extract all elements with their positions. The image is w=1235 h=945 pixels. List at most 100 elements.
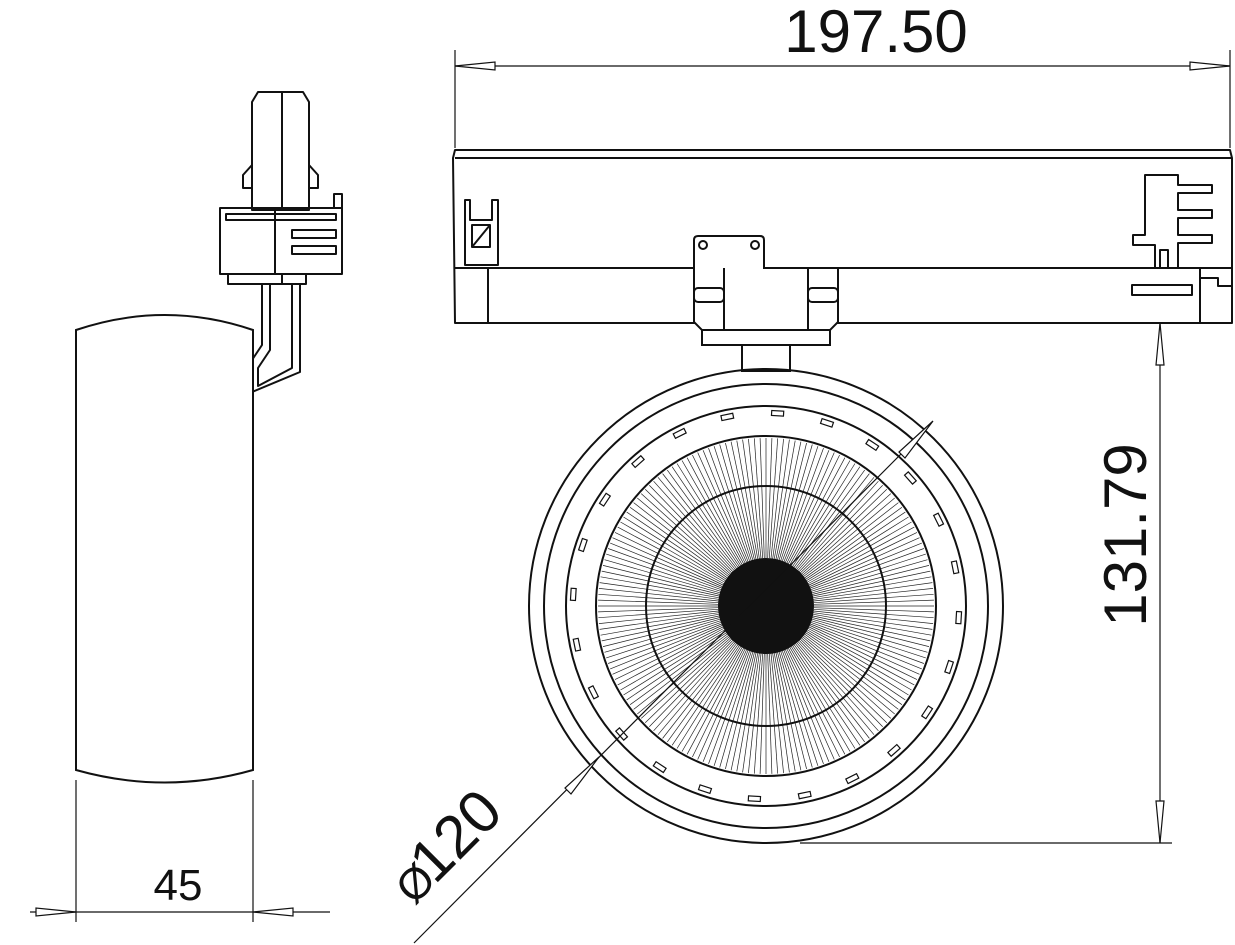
reflector-facet [653, 480, 735, 571]
reflector-facet [644, 639, 732, 723]
front-view [452, 149, 1233, 844]
reflector-facet [786, 454, 840, 564]
reflector-outer-ring [595, 435, 937, 777]
reflector-facet [773, 440, 796, 559]
reflector-facet [767, 653, 773, 774]
reflector-facet [813, 607, 934, 613]
reflector-facet [768, 438, 779, 559]
reflector-facet [730, 441, 757, 560]
reflector-facet [759, 438, 765, 559]
reflector-facet [812, 570, 931, 597]
reflector-facet [799, 484, 883, 572]
reflector-facet [671, 466, 740, 567]
reflector-facet [599, 582, 719, 600]
reflector-facet [785, 649, 835, 760]
bezel-ring [543, 383, 989, 829]
outer-ring [528, 368, 1004, 844]
reflector-facet [797, 480, 879, 571]
reflector-facet [614, 532, 724, 586]
bezel-slot [697, 784, 713, 795]
reflector-facet [602, 617, 720, 647]
reflector-facet [800, 639, 888, 723]
reflector-facet [792, 466, 861, 567]
reflector-facet [602, 565, 720, 595]
reflector-facet [606, 553, 721, 592]
reflector-facet [775, 652, 802, 771]
dim-side-width-label: 45 [154, 861, 203, 910]
bezel-slot [887, 743, 901, 758]
reflector-facet [810, 548, 925, 590]
reflector-facet [620, 629, 725, 691]
lamp-head [528, 368, 1004, 844]
reflector-facet [637, 636, 730, 715]
reflector-facet [775, 441, 802, 560]
bezel-slot [672, 427, 687, 440]
lens-center [718, 558, 814, 654]
bezel-slot [920, 705, 934, 720]
dimension-overall-width: 197.50 [454, 0, 1231, 148]
reflector-facet [795, 643, 870, 739]
reflector-facet [808, 526, 915, 584]
reflector-facet [637, 497, 730, 576]
bezel-slot [770, 409, 785, 417]
reflector-facet [788, 457, 846, 564]
reflector-facet [725, 442, 755, 560]
reflector-facet [808, 532, 918, 586]
reflector-facet [620, 521, 725, 583]
reflector-facet [686, 457, 744, 564]
reflector-facet [640, 493, 731, 575]
bezel-slot [955, 610, 963, 625]
reflector-facet [604, 618, 720, 653]
reflector-facet [806, 516, 909, 581]
bezel-slot [652, 760, 667, 774]
reflector-facet [783, 450, 830, 562]
reflector-facet [807, 629, 912, 691]
reflector-facet [730, 652, 757, 771]
reflector-facet [748, 438, 762, 559]
reflector-facet [610, 623, 722, 670]
reflector-facet [681, 647, 743, 752]
reflector-facet [633, 502, 729, 577]
reflector-facet [657, 477, 736, 570]
reflector-facet [697, 649, 747, 760]
dim-overall-height-label: 131.79 [1092, 443, 1159, 627]
track-adapter-housing [452, 149, 1233, 324]
reflector-facet [598, 610, 719, 624]
bezel-slot [819, 417, 835, 428]
reflector-facet [780, 446, 819, 561]
reflector-facet [708, 447, 750, 562]
reflector-facet [671, 645, 740, 746]
reflector-facet [772, 439, 790, 559]
reflector-facet [813, 593, 934, 604]
side-stem [251, 284, 301, 393]
reflector-facet [759, 653, 765, 774]
reflector-facet [808, 626, 918, 680]
dimension-overall-height: 131.79 [800, 322, 1172, 844]
reflector-facet [629, 507, 728, 579]
reflector-facet [806, 631, 909, 696]
reflector-facet [791, 463, 856, 566]
reflector-facet [800, 489, 888, 573]
reflector-facet [803, 635, 899, 710]
reflector-facet [813, 613, 932, 636]
reflector-facet [623, 631, 726, 696]
reflector-facet [804, 633, 903, 705]
reflector-facet [742, 439, 760, 559]
reflector-facet [799, 640, 883, 728]
dimension-side-width: 45 [30, 780, 330, 922]
reflector-facet [626, 632, 727, 701]
bezel-slot [598, 492, 612, 507]
reflector-facet [811, 620, 926, 659]
reflector-facet [657, 642, 736, 735]
bezel-slot [944, 659, 955, 675]
reflector-facet [713, 446, 752, 561]
reflector-facet [742, 653, 760, 773]
reflector-facet [786, 648, 840, 758]
reflector-facet [600, 576, 719, 599]
reflector-facet [708, 650, 750, 765]
reflector-facet [601, 570, 720, 597]
reflector-facet [783, 650, 830, 762]
reflector-facet [686, 648, 744, 755]
reflector-facet [795, 473, 870, 569]
